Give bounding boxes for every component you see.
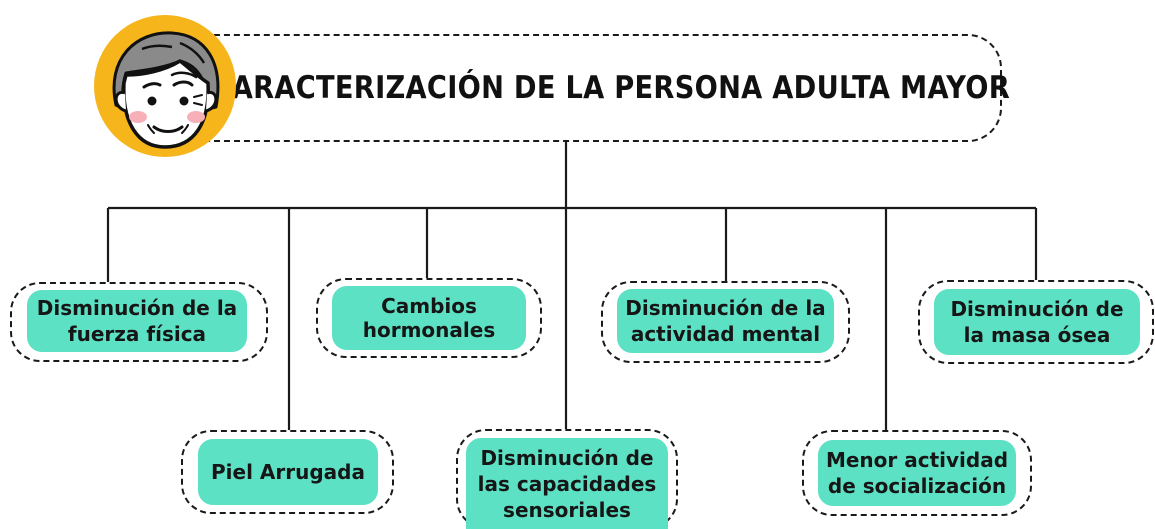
node-osea: Disminución de la masa ósea [934,289,1140,355]
node-mental-label: Disminución de la actividad mental [625,296,826,346]
node-piel: Piel Arrugada [198,439,378,505]
node-fuerza-label: Disminución de la fuerza física [36,296,238,346]
node-sensoriales: Disminución de las capacidades sensorial… [466,438,668,529]
node-hormonales: Cambios hormonales [332,286,526,350]
elderly-face-icon [94,15,236,157]
diagram-title: CARACTERIZACIÓN DE LA PERSONA ADULTA MAY… [211,70,1011,106]
node-sensoriales-label: Disminución de las capacidades sensorial… [477,445,657,522]
node-mental: Disminución de la actividad mental [617,289,834,353]
title-box: CARACTERIZACIÓN DE LA PERSONA ADULTA MAY… [160,34,1010,142]
node-piel-label: Piel Arrugada [211,460,365,484]
node-socializacion: Menor actividad de socialización [818,440,1016,506]
node-socializacion-label: Menor actividad de socialización [825,448,1009,498]
node-fuerza: Disminución de la fuerza física [27,290,247,352]
node-hormonales-label: Cambios hormonales [362,294,496,342]
node-osea-label: Disminución de la masa ósea [950,297,1124,347]
